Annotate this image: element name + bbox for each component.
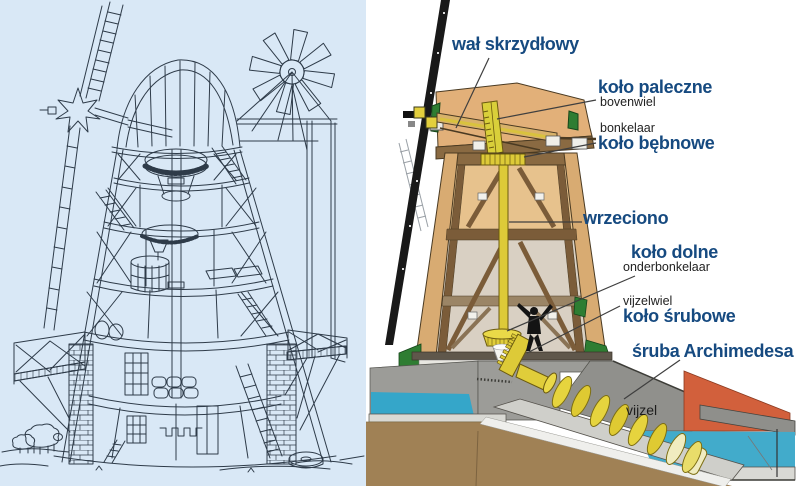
- right-illustration-drainage-mill: [366, 0, 800, 486]
- label-archimedes-screw: śruba Archimedesa: [632, 341, 794, 361]
- brake-wheel: [481, 100, 504, 156]
- windmill-line-drawing: [0, 1, 365, 473]
- left-illustration-windmill-engraving: [0, 0, 366, 486]
- label-onderbonkelaar: onderbonkelaar: [623, 260, 710, 274]
- label-lower-wheel: koło dolne: [631, 242, 719, 262]
- label-wing-shaft: wał skrzydłowy: [452, 34, 579, 54]
- label-spindle: wrzeciono: [583, 208, 669, 228]
- label-vijzelwiel: vijzelwiel: [623, 294, 673, 308]
- label-drum-wheel: koło bębnowe: [598, 133, 715, 153]
- screw-trough: [479, 398, 745, 486]
- sail-blade: [385, 0, 450, 345]
- screw-wheel: [496, 333, 532, 378]
- joint-plates: [472, 135, 588, 151]
- pointer-lines: [455, 57, 681, 400]
- label-bovenwiel: bovenwiel: [600, 95, 656, 109]
- drainage-mill-diagram: [366, 0, 796, 486]
- label-vijzel: vijzel: [626, 402, 658, 418]
- archimedes-screw-assembly: [482, 328, 708, 475]
- label-bonkelaar: bonkelaar: [600, 121, 655, 135]
- label-brake-wheel: koło paleczne: [598, 77, 713, 97]
- mill-tower: [398, 152, 613, 367]
- label-screw-wheel: koło śrubowe: [623, 306, 736, 326]
